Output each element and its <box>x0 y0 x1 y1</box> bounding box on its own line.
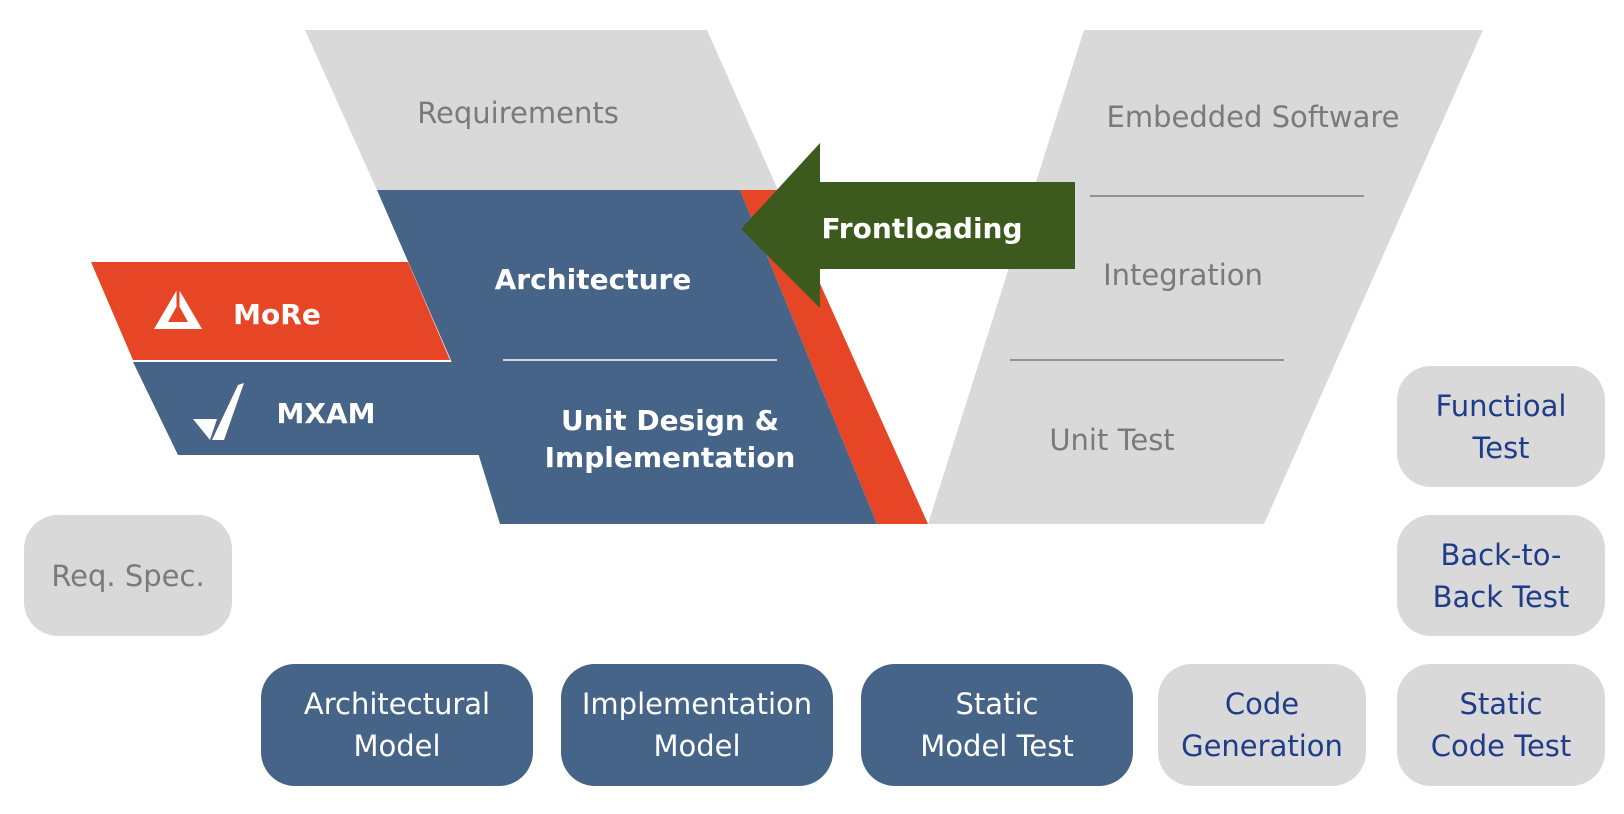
requirements-label: Requirements <box>417 96 619 130</box>
functional-test-box: Functioal Test <box>1397 366 1605 487</box>
mxam-check-icon <box>193 383 244 440</box>
architectural-model-box: Architectural Model <box>261 664 533 786</box>
frontloading-label: Frontloading <box>821 212 1022 245</box>
integration-label: Integration <box>1103 258 1263 292</box>
unit-design-label-line1: Unit Design & <box>561 404 779 437</box>
more-logo-icon <box>154 288 202 329</box>
verification-band <box>928 30 1483 524</box>
mxam-label: MXAM <box>277 397 376 430</box>
static-model-test-box: Static Model Test <box>861 664 1133 786</box>
req-spec-box: Req. Spec. <box>24 515 232 636</box>
more-band <box>91 262 450 360</box>
frontloading-arrow <box>741 143 1075 308</box>
implementation-model-box: Implementation Model <box>561 664 833 786</box>
more-label: MoRe <box>233 298 321 331</box>
back-to-back-test-box: Back-to- Back Test <box>1397 515 1605 636</box>
architecture-band <box>377 190 877 524</box>
static-code-test-box: Static Code Test <box>1397 664 1605 786</box>
code-generation-box: Code Generation <box>1158 664 1366 786</box>
mxam-band-connector <box>440 362 522 524</box>
unit-design-label-line2: Implementation <box>545 441 796 474</box>
architecture-label: Architecture <box>495 263 692 296</box>
unit-test-label: Unit Test <box>1049 423 1174 457</box>
requirements-band <box>305 30 778 190</box>
embedded-software-label: Embedded Software <box>1107 100 1400 134</box>
